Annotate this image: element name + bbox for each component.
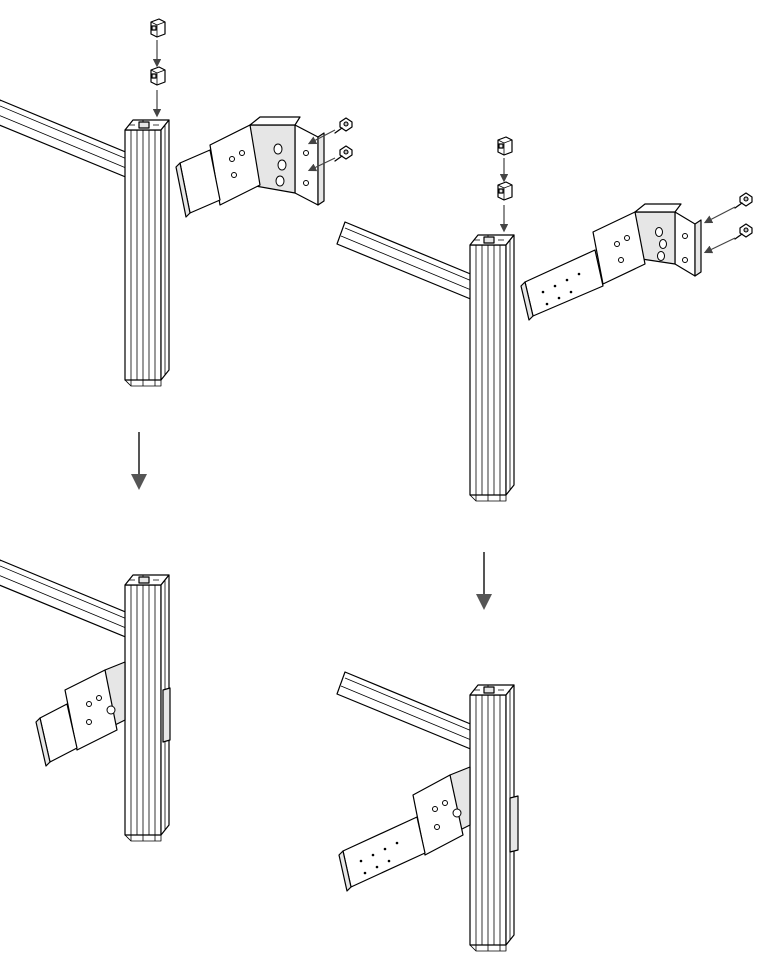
socket-screw [334,117,353,134]
vertical-post [124,119,170,387]
t-nut [150,66,166,86]
angle-bracket [175,116,325,218]
insert-arrow-icon [703,206,736,224]
step-right-before [336,136,753,502]
socket-screw [734,223,753,240]
t-nut [497,136,513,156]
t-nut [497,181,513,201]
socket-screw [334,145,353,162]
long-angle-bracket-mounted [338,766,471,892]
t-nut-plate [162,687,171,743]
insert-arrow-icon [307,129,336,145]
insert-arrow-icon [307,157,336,172]
step-left-after [0,559,171,842]
step-left-before [0,18,353,387]
vertical-post [469,684,515,952]
vertical-post [469,234,515,502]
angle-bracket-mounted [35,661,126,767]
t-nut [150,18,166,38]
step-right-after [336,671,519,952]
long-angle-bracket [520,203,702,321]
socket-screw [734,192,753,209]
t-nut-plate [509,795,519,853]
insert-arrow-icon [703,237,736,254]
